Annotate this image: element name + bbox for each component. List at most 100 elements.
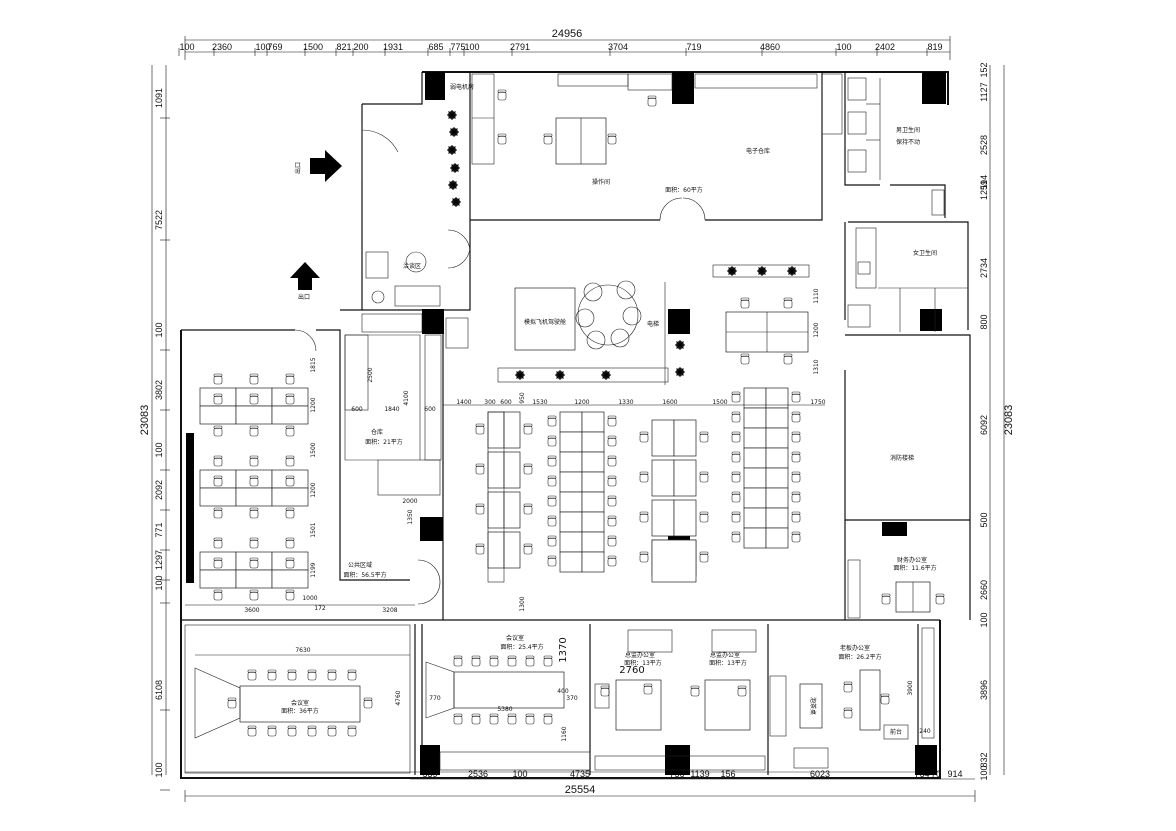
inner-dimension: 1400 xyxy=(456,399,471,406)
dim-right-segment: 800 xyxy=(979,314,989,329)
dim-bottom-segment: 100 xyxy=(512,769,527,779)
inner-dimension: 600 xyxy=(351,406,363,413)
inner-dimension: 400 xyxy=(557,688,569,695)
label-director-office-2: 总监办公室 xyxy=(710,651,740,659)
label-public-area-size: 面积：56.5平方 xyxy=(343,571,386,579)
dim-top-segment: 2402 xyxy=(875,42,895,52)
workstations-main-hall xyxy=(475,387,801,583)
dim-left-segment: 1091 xyxy=(154,88,164,108)
dim-top-segment: 685 xyxy=(428,42,443,52)
label-female-toilet: 女卫生间 xyxy=(913,249,937,257)
dim-top-total: 24956 xyxy=(552,28,583,40)
outer-walls xyxy=(180,71,971,779)
inner-dimension: 1200 xyxy=(310,482,317,497)
label-warehouse-area: 面积：60平方 xyxy=(665,186,703,194)
inner-dimension: 1501 xyxy=(310,522,317,537)
inner-dimension: 3600 xyxy=(244,607,259,614)
label-negotiation: 洽谈区 xyxy=(403,262,421,270)
dim-right-segments: 1127152252812591142734800609250026601003… xyxy=(979,62,989,780)
plants-strip xyxy=(446,109,462,208)
dim-top-segment: 100 xyxy=(255,42,270,52)
dim-right-total: 23083 xyxy=(1003,405,1015,436)
dim-right-segment: 152 xyxy=(979,62,989,77)
label-fire-stairs: 消防楼梯 xyxy=(890,454,914,462)
inner-dimension: 240 xyxy=(919,728,931,735)
dim-top-segment: 819 xyxy=(927,42,942,52)
female-toilet: 女卫生间 xyxy=(847,227,968,332)
label-operation-room: 操作间 xyxy=(592,178,610,186)
inner-dimension: 5380 xyxy=(497,706,512,713)
inner-dimension: 370 xyxy=(566,695,578,702)
dimension-bottom: 25554 5392536100473575611391566023764709… xyxy=(184,769,976,802)
inner-dimension: 1300 xyxy=(519,596,526,611)
dim-top-segment: 821 xyxy=(336,42,351,52)
inner-dimension: 1200 xyxy=(310,397,317,412)
inner-dimension: 1200 xyxy=(813,322,820,337)
label-elevator: 电梯 xyxy=(647,320,659,328)
dim-right-segment: 500 xyxy=(979,512,989,527)
dim-right-segment: 832 xyxy=(979,752,989,767)
dim-left-total: 23083 xyxy=(139,405,151,436)
director-office-2: 总监办公室 面积：13平方 xyxy=(594,629,766,771)
inner-dimension: 2500 xyxy=(367,367,374,382)
dim-top-segment: 719 xyxy=(686,42,701,52)
inner-dimension: 1370 xyxy=(558,637,569,662)
dim-left-segment: 1297 xyxy=(154,550,164,570)
director-office-1: 总监办公室 面积：13平方 xyxy=(594,629,673,731)
label-electronic-warehouse: 电子仓库 xyxy=(746,147,770,155)
inner-dimension: 1840 xyxy=(384,406,399,413)
inner-dimension: 300 xyxy=(484,399,496,406)
inner-dimension: 172 xyxy=(314,605,326,612)
workstations-left-wing xyxy=(199,373,309,601)
inner-dimension: 1350 xyxy=(407,509,414,524)
dim-top-segment: 2360 xyxy=(212,42,232,52)
dim-top-segment: 4860 xyxy=(760,42,780,52)
dim-bottom-segment: 6023 xyxy=(810,769,830,779)
dim-left-segment: 7522 xyxy=(154,210,164,230)
label-finance-area: 面积：11.6平方 xyxy=(893,564,936,572)
label-boss-area: 面积：26.2平方 xyxy=(838,653,881,661)
dim-top-segment: 100 xyxy=(836,42,851,52)
label-exit-2: 出口 xyxy=(298,293,310,301)
fire-stairs: 消防楼梯 xyxy=(890,454,914,462)
label-meeting-room-2: 会议室 xyxy=(506,634,524,642)
inner-dimension: 1000 xyxy=(302,595,317,602)
label-public-area: 公共区域 xyxy=(348,561,372,569)
dim-right-segment: 114 xyxy=(979,175,989,189)
flight-simulator-area: 模拟飞机驾驶舱 电梯 xyxy=(445,264,810,385)
dim-bottom-segment: 914 xyxy=(947,769,962,779)
label-male-toilet: 男卫生间 xyxy=(896,126,920,134)
dim-bottom-segment: 4735 xyxy=(570,769,590,779)
inner-dimension: 1750 xyxy=(810,399,825,406)
dim-right-segment: 1127 xyxy=(979,82,989,101)
dim-bottom-segment: 1139 xyxy=(690,769,709,779)
entry-area: 出口 出口 洽谈区 xyxy=(290,125,471,307)
inner-dimension: 1530 xyxy=(532,399,547,406)
label-boss-tea: 泡茶桌 xyxy=(809,697,817,715)
dim-left-segment: 3802 xyxy=(154,380,164,400)
inner-dimension: 3208 xyxy=(382,607,397,614)
dim-right-segment: 100 xyxy=(979,765,989,780)
inner-dimension: 1200 xyxy=(574,399,589,406)
dim-top-segment: 775 xyxy=(450,42,465,52)
inner-dimension: 4760 xyxy=(395,690,402,705)
meeting-room-2: 会议室 面积：25.4平方 xyxy=(425,634,591,771)
dim-left-segment: 100 xyxy=(154,322,164,337)
inner-dimension: 600 xyxy=(500,399,512,406)
dim-top-segment: 200 xyxy=(353,42,368,52)
inner-dimension: 2760 xyxy=(619,665,644,676)
label-reception: 前台 xyxy=(890,728,902,736)
dimension-left: 23083 1091752210038021002092771129710061… xyxy=(139,65,170,791)
dim-left-segment: 100 xyxy=(154,762,164,777)
inner-dimension: 1330 xyxy=(618,399,633,406)
inner-dimension: 1600 xyxy=(662,399,677,406)
inner-dimension: 1500 xyxy=(310,442,317,457)
dim-bottom-segment: 2536 xyxy=(468,769,488,779)
inner-dimension: 3900 xyxy=(907,680,914,695)
dim-left-segment: 100 xyxy=(154,575,164,590)
